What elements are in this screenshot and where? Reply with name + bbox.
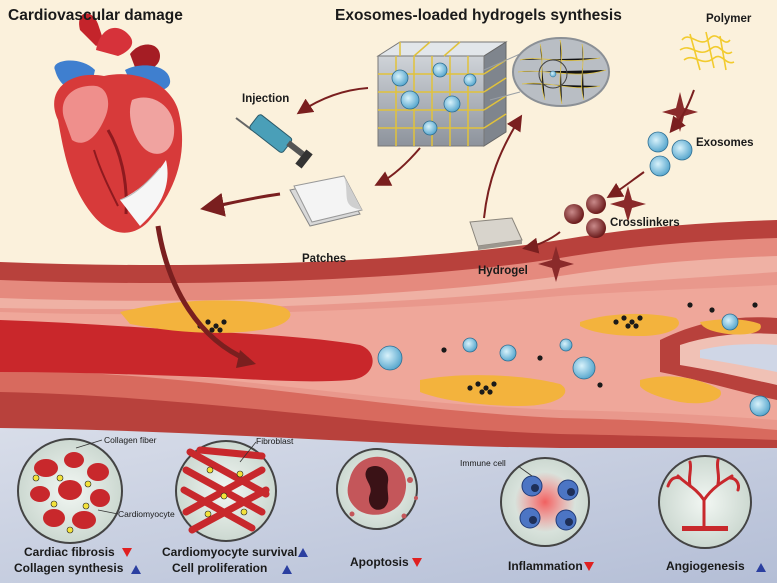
label-cardiomyocyte: Cardiomyocyte (118, 509, 175, 519)
hydrogel-zoom-lens (483, 37, 610, 107)
patches-icon (289, 175, 363, 227)
label-collagen-fiber: Collagen fiber (104, 435, 157, 445)
outcome-cardiomyocyte-survival: Cardiomyocyte survival (162, 545, 297, 559)
hydrogel-cube (376, 41, 508, 147)
outcome-cell-proliferation: Cell proliferation (172, 561, 267, 575)
panel-cardiac-fibrosis (17, 438, 123, 544)
label-polymer: Polymer (706, 13, 752, 25)
outcome-collagen-synthesis: Collagen synthesis (14, 561, 124, 575)
label-exosomes: Exosomes (696, 137, 754, 149)
panel-apoptosis (336, 448, 418, 530)
vessel-particles (197, 302, 758, 395)
label-fibroblast: Fibroblast (256, 436, 294, 446)
up-triangle-icon (282, 565, 292, 574)
outcome-angiogenesis: Angiogenesis (666, 559, 745, 573)
panel-angiogenesis (658, 455, 752, 549)
outcome-inflammation: Inflammation (508, 559, 583, 573)
patch-to-heart-arrow (200, 192, 281, 217)
outcome-cardiac-fibrosis: Cardiac fibrosis (24, 545, 115, 559)
sparkle-3 (538, 246, 574, 282)
title-cardiovascular-damage: Cardiovascular damage (8, 7, 183, 24)
label-immune-cell: Immune cell (460, 458, 506, 468)
polymer-icon (679, 31, 735, 71)
sparkle-2 (610, 186, 646, 222)
synthesis-arrows (296, 87, 695, 254)
exosomes-group (647, 131, 693, 177)
outcome-apoptosis: Apoptosis (350, 555, 409, 569)
up-triangle-icon (131, 565, 141, 574)
down-triangle-icon (584, 562, 594, 571)
panel-cardiomyocyte-survival (175, 440, 277, 542)
sparkle-1 (662, 92, 698, 132)
title-hydrogel-synthesis: Exosomes-loaded hydrogels synthesis (335, 7, 622, 24)
panel-inflammation (500, 457, 590, 547)
label-hydrogel: Hydrogel (478, 265, 528, 277)
crosslinkers-group (564, 194, 606, 238)
down-triangle-icon (122, 548, 132, 557)
label-crosslinkers: Crosslinkers (610, 217, 680, 229)
down-triangle-icon (412, 558, 422, 567)
hydrogel-sheet (469, 217, 523, 250)
vessel-exosomes (377, 313, 771, 417)
up-triangle-icon (298, 548, 308, 557)
heart-to-vessel-arrowhead (236, 350, 256, 368)
up-triangle-icon (756, 563, 766, 572)
syringe-icon (235, 114, 313, 169)
label-patches: Patches (302, 253, 346, 265)
label-injection: Injection (242, 93, 289, 105)
heart-illustration (54, 13, 183, 233)
heart-to-vessel-arrow (155, 225, 249, 363)
